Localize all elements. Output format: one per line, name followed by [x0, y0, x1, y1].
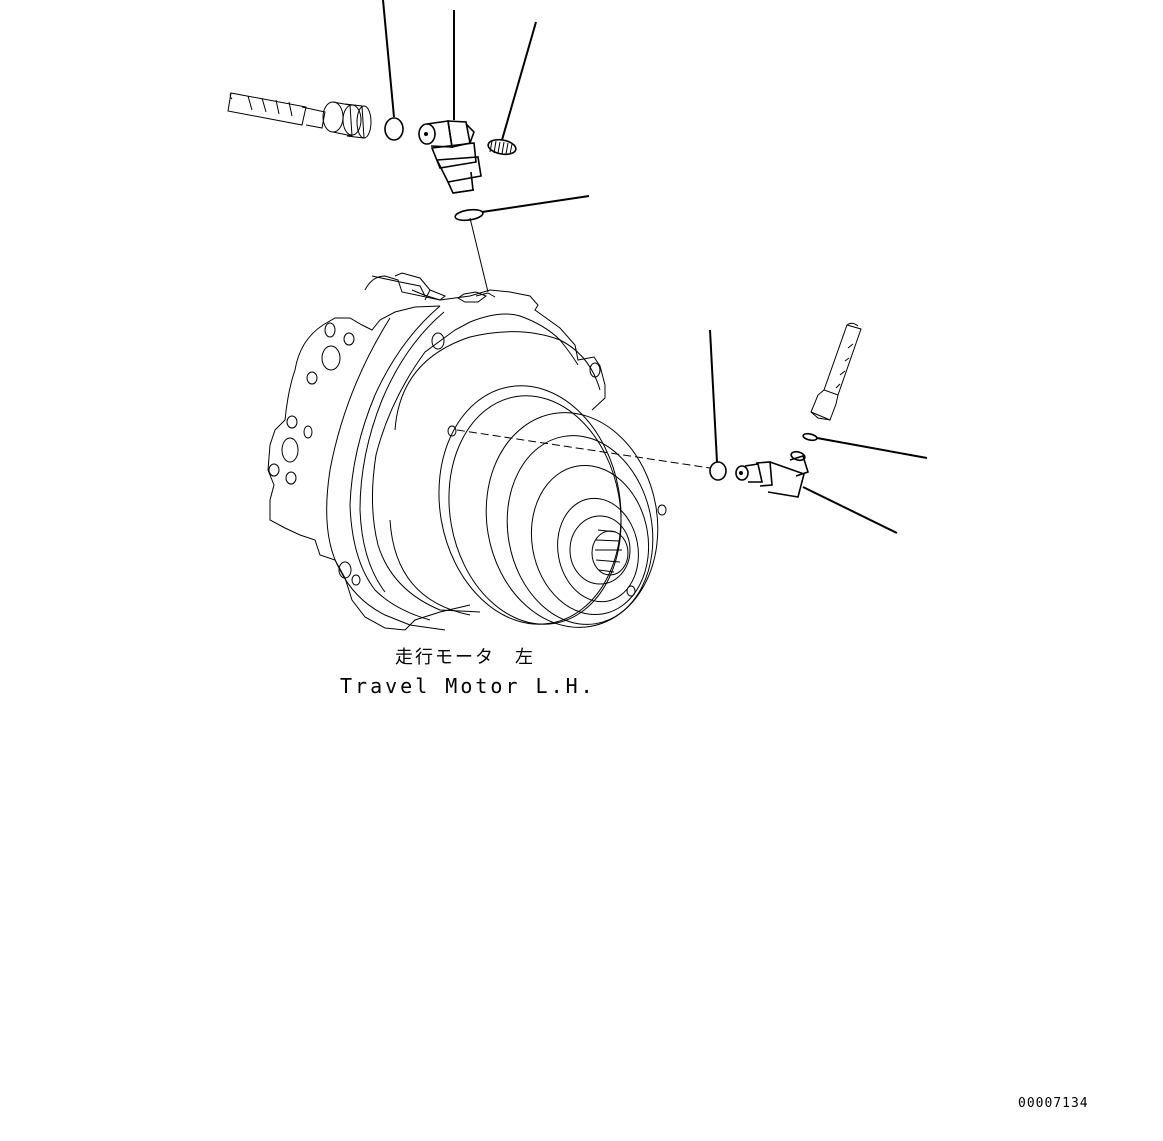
assembly-guide-lines [456, 217, 711, 469]
o-ring-mount [454, 208, 484, 222]
hose-side [810, 322, 862, 421]
o-ring-small-side [802, 432, 818, 442]
leader-o-ring-small-side [816, 437, 928, 459]
drawing-number: 00007134 [1018, 1096, 1089, 1111]
diagram-title-japanese: 走行モータ 左 [395, 647, 535, 668]
leader-o-ring-mount [481, 195, 590, 213]
elbow-fitting-side [735, 450, 809, 498]
plug-upper [487, 138, 517, 156]
leader-elbow-fitting-side [802, 486, 898, 534]
leader-lines [382, 0, 928, 534]
leader-o-ring-side [709, 329, 718, 463]
o-ring-upper [384, 117, 404, 141]
travel-motor [267, 272, 667, 631]
leader-plug-upper [501, 21, 537, 141]
elbow-fitting-upper [418, 120, 482, 194]
hose-upper [227, 92, 372, 139]
diagram-title-english: Travel Motor L.H. [340, 674, 596, 698]
leader-o-ring-upper [382, 0, 395, 118]
o-ring-side [709, 461, 727, 481]
